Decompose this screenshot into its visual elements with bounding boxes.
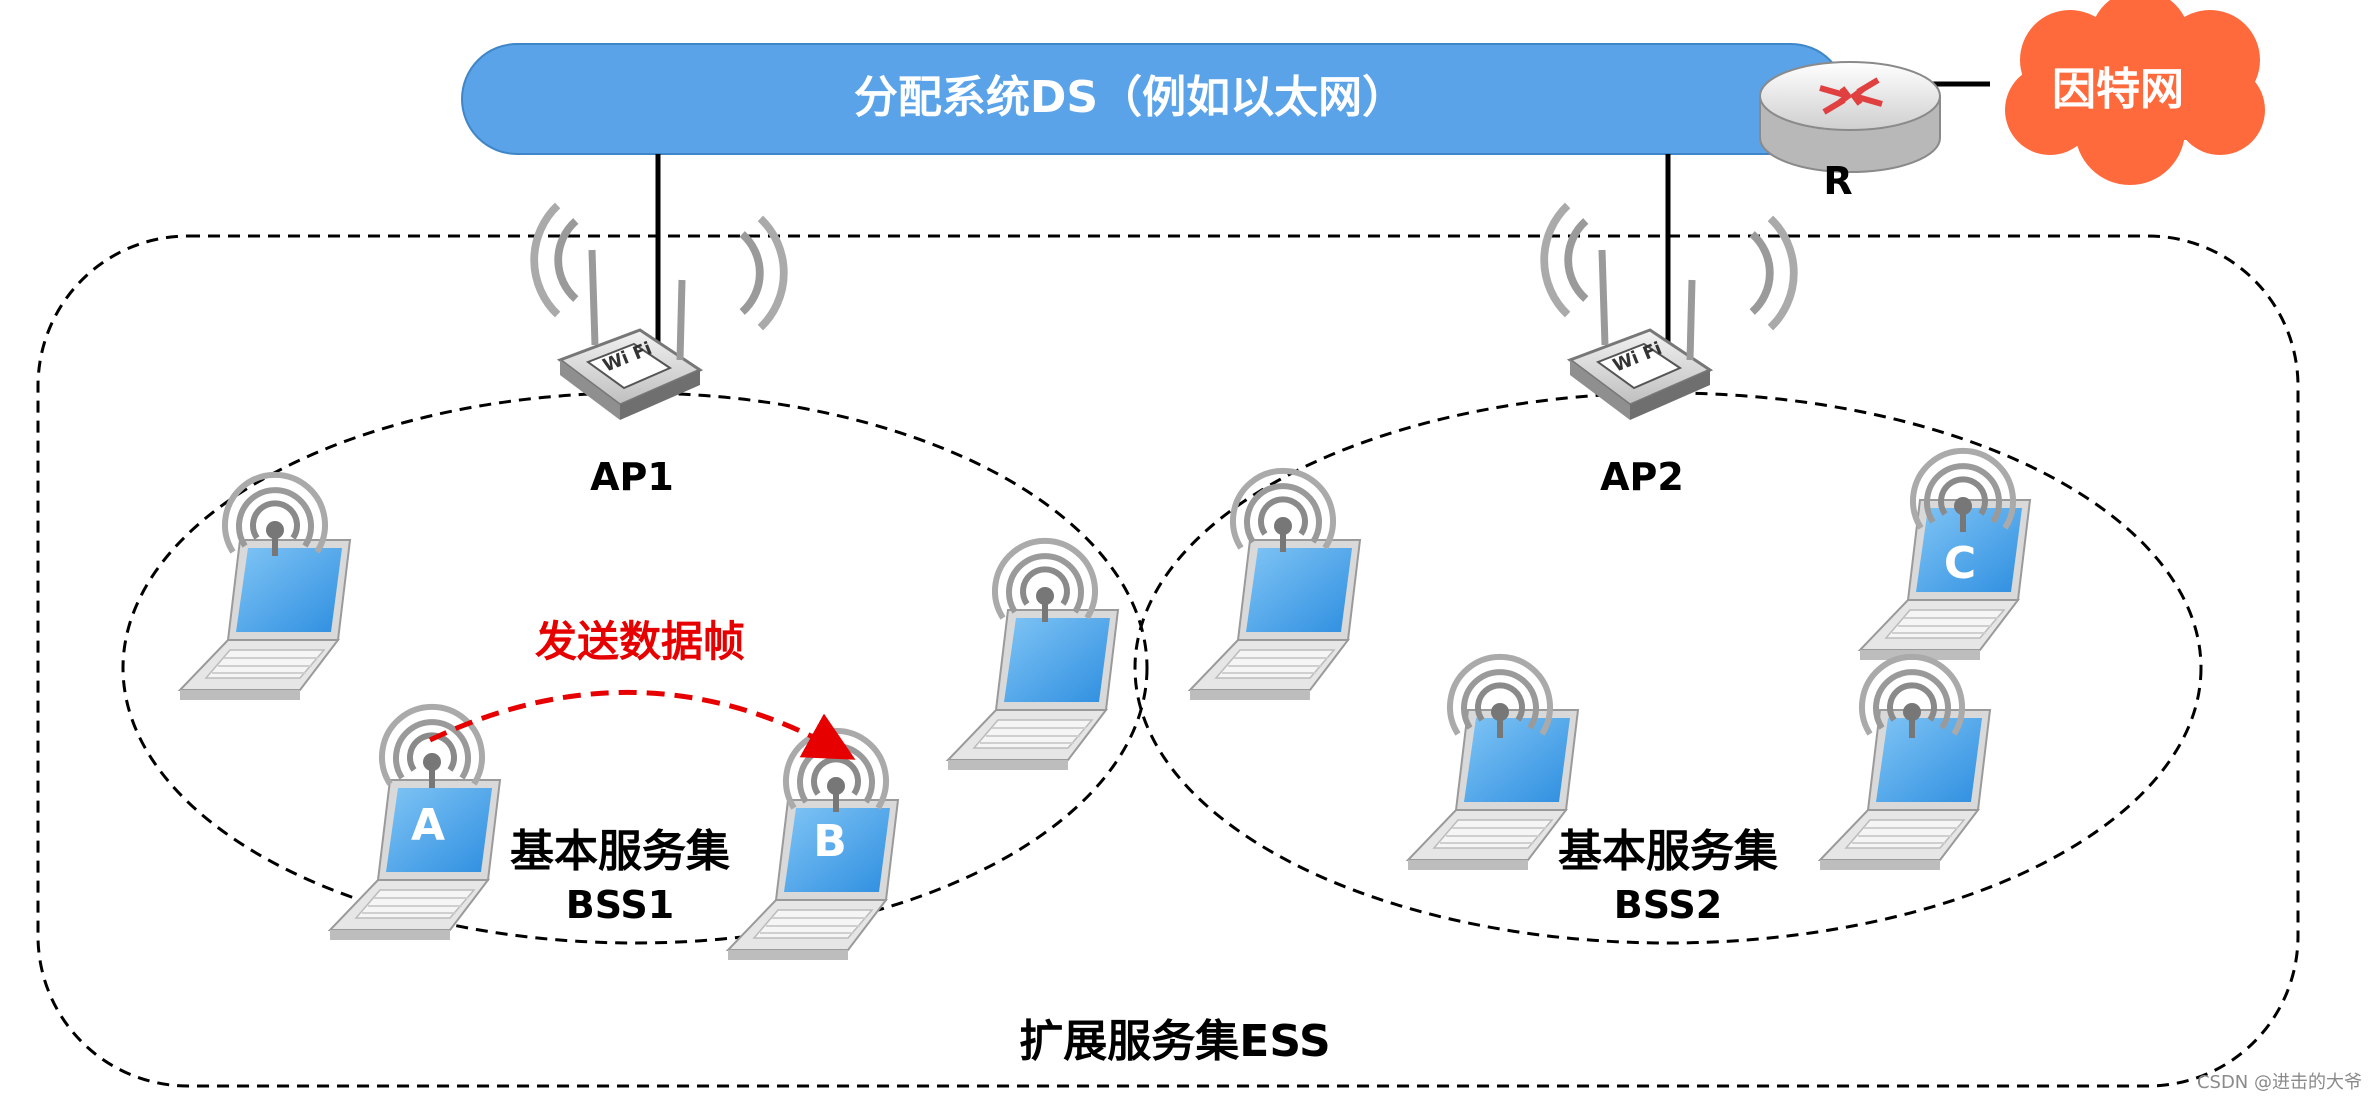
laptop-icon — [1189, 539, 1361, 701]
laptop-icon — [1819, 709, 1991, 871]
router-icon — [1759, 61, 1941, 173]
transmission-arrow — [428, 689, 856, 760]
station-a-label: A — [411, 800, 445, 851]
bss1-name: BSS1 — [566, 883, 674, 927]
laptop-icon — [1407, 709, 1579, 871]
cloud-icon — [2005, 0, 2265, 185]
bss1-boundary — [121, 391, 1149, 945]
ess-boundary — [36, 234, 2300, 1088]
internet-label: 因特网 — [2052, 64, 2184, 115]
ds-label: 分配系统DS（例如以太网） — [854, 72, 1406, 123]
ess-label: 扩展服务集ESS — [1019, 1016, 1330, 1067]
ap2-label: AP2 — [1600, 455, 1684, 499]
watermark: CSDN @进击的大爷 — [2197, 1072, 2362, 1093]
transmission-label: 发送数据帧 — [535, 617, 745, 666]
bss2-title: 基本服务集 — [1558, 826, 1778, 877]
bss2-boundary — [1133, 391, 2203, 945]
bss2-name: BSS2 — [1614, 883, 1722, 927]
bss1-title: 基本服务集 — [510, 826, 730, 877]
station-c-label: C — [1944, 538, 1976, 589]
wifi-signal-icon — [382, 707, 482, 788]
ap1-label: AP1 — [590, 455, 674, 499]
laptop-icon — [179, 539, 351, 701]
laptop-icon — [947, 609, 1119, 771]
station-b-label: B — [813, 816, 847, 867]
router-label: R — [1823, 159, 1852, 203]
wifi-ap-icon — [1570, 250, 1710, 420]
distribution-system-bar: 分配系统DS（例如以太网） — [461, 43, 1847, 155]
